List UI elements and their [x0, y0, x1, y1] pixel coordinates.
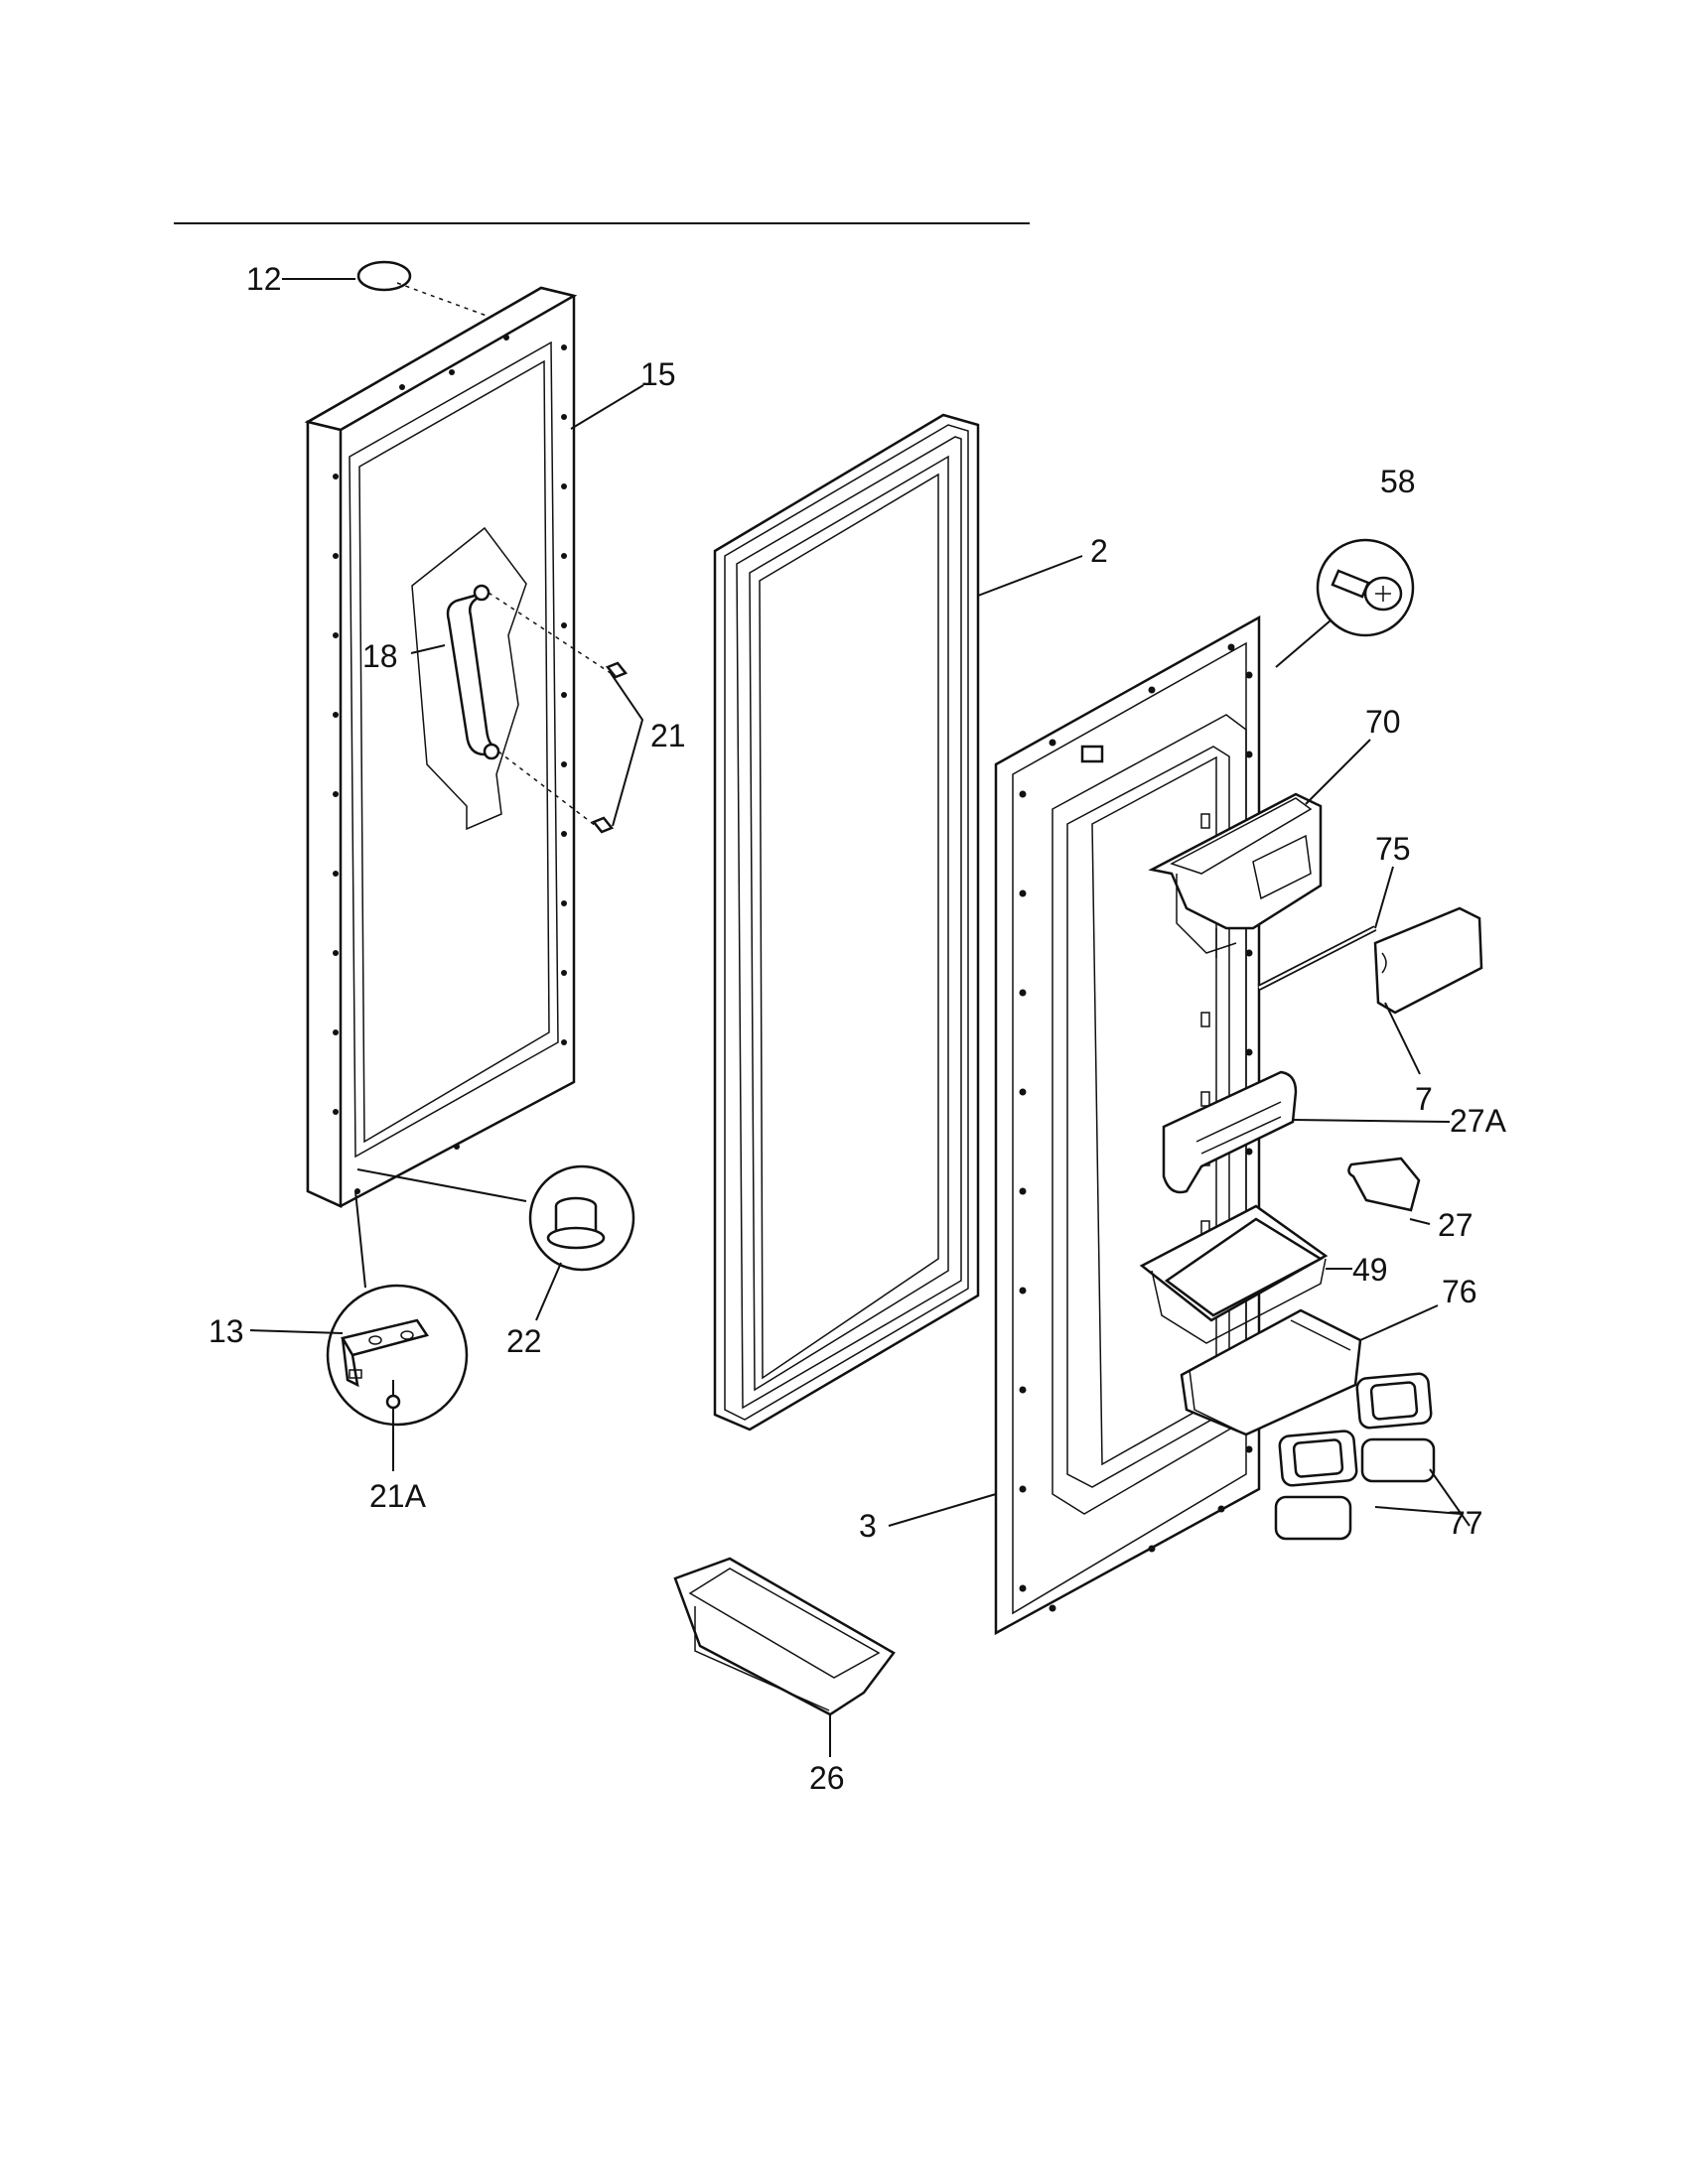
- door-handle: [411, 526, 527, 831]
- bumper-detail: [528, 1164, 635, 1272]
- label-15: 15: [640, 356, 676, 392]
- door-outer-panel: [304, 286, 578, 1208]
- label-21A: 21A: [369, 1478, 427, 1514]
- label-13: 13: [209, 1313, 244, 1349]
- label-18: 18: [362, 638, 398, 674]
- label-49: 49: [1352, 1252, 1388, 1288]
- shelf-front-cover: [1162, 1070, 1298, 1194]
- label-75: 75: [1375, 831, 1411, 867]
- retainer-clip: [1347, 1157, 1421, 1212]
- label-12: 12: [246, 261, 282, 297]
- screw-detail: [1275, 538, 1415, 668]
- leader-lines: [249, 278, 1471, 1757]
- label-77: 77: [1448, 1505, 1483, 1541]
- door-gasket: [713, 413, 980, 1432]
- bottom-bin: [673, 1557, 896, 1716]
- dairy-cover: [1373, 906, 1483, 1015]
- door-cap: [356, 260, 412, 292]
- label-76: 76: [1442, 1274, 1477, 1309]
- handle-screws: [488, 592, 629, 834]
- label-7: 7: [1415, 1081, 1433, 1117]
- label-26: 26: [809, 1760, 845, 1796]
- label-22: 22: [506, 1323, 542, 1359]
- label-21: 21: [650, 718, 686, 753]
- label-2: 2: [1090, 533, 1108, 569]
- label-3: 3: [859, 1508, 877, 1544]
- callout-labels: 12 15 18 21 2 58 70 75 7 27A 27 49 76 77…: [209, 261, 1507, 1796]
- label-70: 70: [1365, 704, 1401, 740]
- label-58: 58: [1380, 464, 1416, 499]
- label-27A: 27A: [1450, 1103, 1507, 1139]
- top-door-bin: [1148, 792, 1323, 958]
- storage-containers: [1274, 1372, 1436, 1541]
- label-27: 27: [1438, 1207, 1474, 1243]
- hinge-detail: [326, 1284, 469, 1427]
- lower-door-bin: [1180, 1308, 1362, 1436]
- middle-door-bin: [1139, 1204, 1329, 1344]
